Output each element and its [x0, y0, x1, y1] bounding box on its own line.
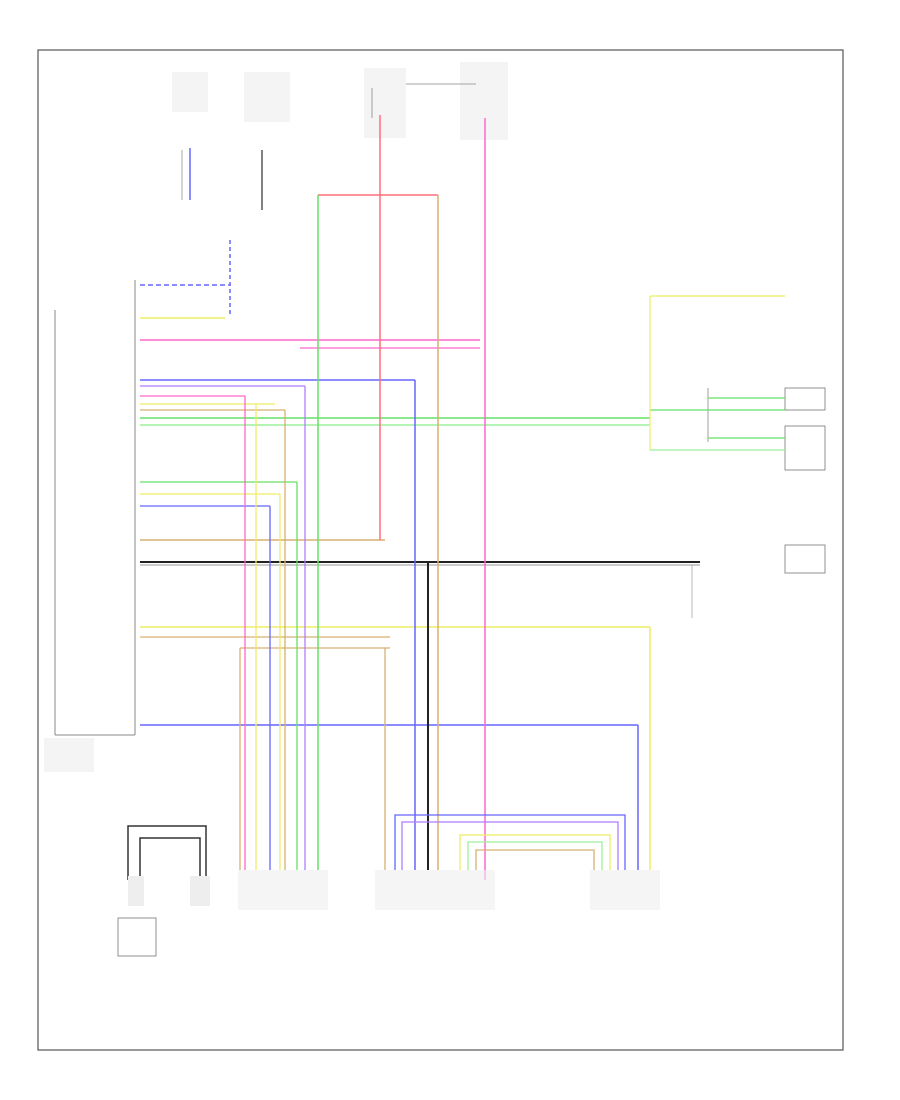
right-component-boxes	[691, 387, 826, 618]
top-component-left-sensor	[172, 72, 208, 200]
diagram-frame	[37, 49, 844, 1051]
top-component-right-sensor	[244, 72, 290, 210]
vertical-wires	[127, 194, 651, 880]
bottom-connectors	[117, 870, 660, 957]
top-component-junction-right	[406, 62, 508, 200]
horizontal-wires	[140, 240, 785, 726]
top-component-junction-left	[364, 68, 406, 200]
left-control-module	[44, 280, 136, 772]
